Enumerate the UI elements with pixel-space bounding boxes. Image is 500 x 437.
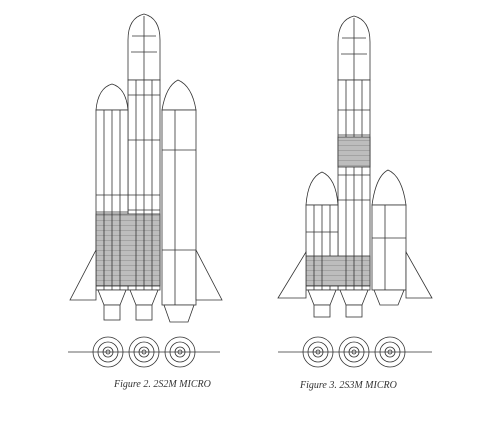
figure-3-bottom-view xyxy=(278,336,432,368)
figure-2-rocket-side-view xyxy=(69,13,223,323)
figure-2-bottom-view xyxy=(68,336,220,368)
figure-2-caption: Figure 2. 2S2M MICRO xyxy=(114,379,211,390)
figure-3-caption: Figure 3. 2S3M MICRO xyxy=(300,380,397,391)
figure-3-rocket-side-view xyxy=(277,15,433,318)
